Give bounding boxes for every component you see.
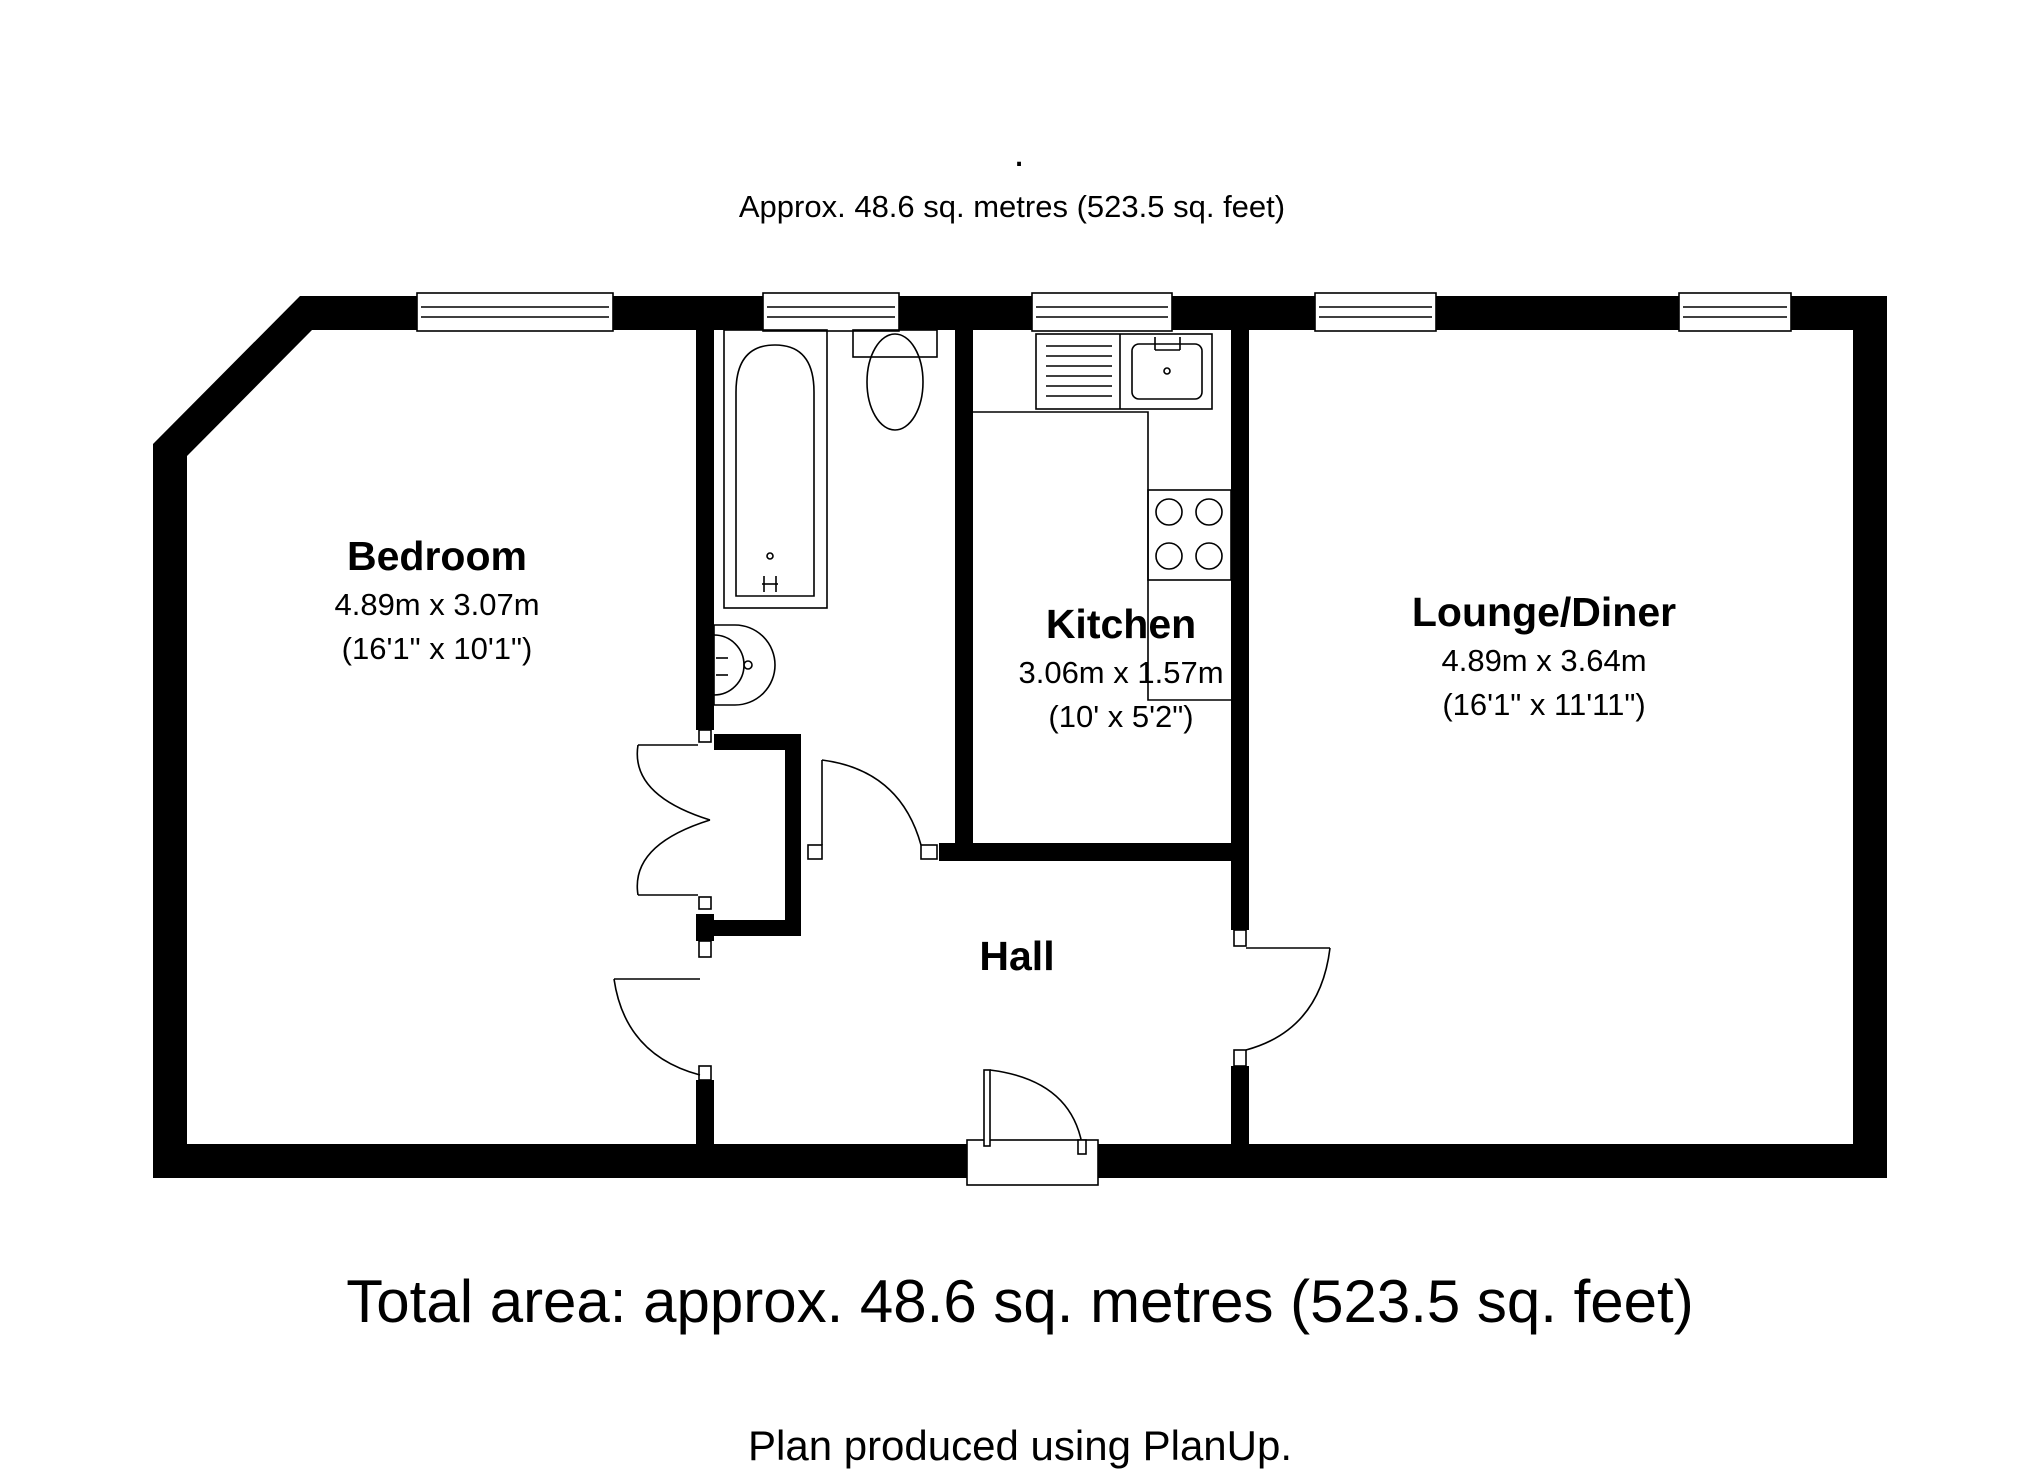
- lounge-imperial: (16'1" x 11'11"): [1442, 687, 1645, 722]
- entrance-door: [966, 1069, 1099, 1186]
- sink-drainer-icon: [1035, 333, 1213, 410]
- bedroom-name: Bedroom: [347, 533, 527, 579]
- room-kitchen: Kitchen 3.06m x 1.57m (10' x 5'2"): [1018, 601, 1223, 734]
- header-dot: .: [1013, 131, 1024, 175]
- window-lounge-1: [1314, 292, 1437, 332]
- header-area-line: Approx. 48.6 sq. metres (523.5 sq. feet): [739, 189, 1285, 224]
- bedroom-door: [613, 940, 712, 1081]
- room-hall: Hall: [979, 933, 1054, 979]
- room-lounge-diner: Lounge/Diner 4.89m x 3.64m (16'1" x 11'1…: [1412, 589, 1676, 722]
- kitchen-name: Kitchen: [1046, 601, 1196, 647]
- interior-walls: [696, 330, 1249, 1144]
- wardrobe-doors: [636, 729, 712, 910]
- window-lounge-2: [1678, 292, 1792, 332]
- kitchen-metric: 3.06m x 1.57m: [1018, 655, 1223, 690]
- bathroom-fixtures: [713, 329, 938, 706]
- room-bedroom: Bedroom 4.89m x 3.07m (16'1" x 10'1"): [334, 533, 539, 666]
- lounge-name: Lounge/Diner: [1412, 589, 1676, 635]
- kitchen-imperial: (10' x 5'2"): [1048, 699, 1193, 734]
- bathtub-icon: [723, 329, 828, 609]
- bathroom-door: [807, 759, 938, 860]
- kitchen-fixtures: [973, 333, 1232, 701]
- lounge-door: [1233, 929, 1331, 1067]
- bedroom-metric: 4.89m x 3.07m: [334, 587, 539, 622]
- window-bathroom: [762, 292, 900, 332]
- window-bedroom: [416, 292, 614, 332]
- lounge-metric: 4.89m x 3.64m: [1441, 643, 1646, 678]
- windows: [416, 292, 1792, 332]
- hall-name: Hall: [979, 933, 1054, 979]
- hob-icon: [1147, 489, 1232, 581]
- total-area: Total area: approx. 48.6 sq. metres (523…: [346, 1268, 1693, 1335]
- washbasin-icon: [713, 624, 776, 706]
- exterior-walls: [153, 296, 1887, 1178]
- toilet-icon: [852, 329, 938, 431]
- bedroom-imperial: (16'1" x 10'1"): [342, 631, 533, 666]
- window-kitchen: [1031, 292, 1173, 332]
- plan-credit: Plan produced using PlanUp.: [748, 1422, 1292, 1469]
- doors: [613, 729, 1331, 1186]
